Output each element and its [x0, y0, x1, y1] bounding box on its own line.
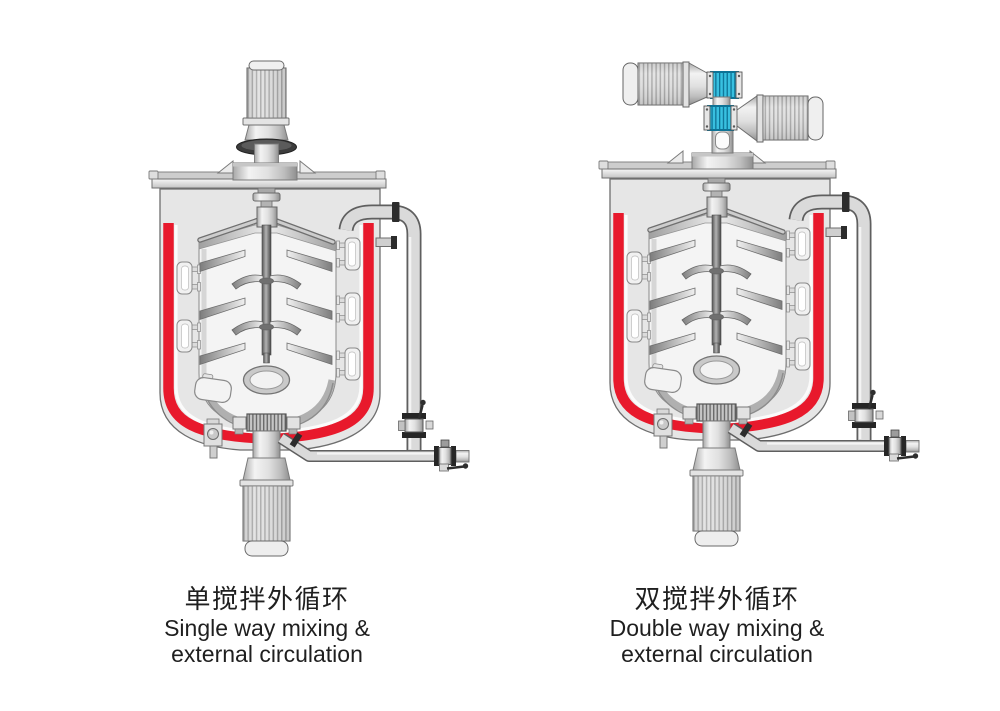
caption-single-zh: 单搅拌外循环 [184, 584, 350, 614]
caption-single-en-2: external circulation [171, 641, 363, 667]
single-mixing-machine [149, 60, 469, 556]
caption-double-en-2: external circulation [621, 641, 813, 667]
caption-double: 双搅拌外循环 Double way mixing & external circ… [556, 584, 878, 667]
caption-single-en-1: Single way mixing & [164, 615, 370, 641]
double-mixing-machine [599, 61, 919, 546]
single-top-motor-assembly [232, 60, 298, 181]
caption-double-zh: 双搅拌外循环 [634, 584, 800, 614]
diagram-canvas [0, 60, 1000, 580]
caption-single: 单搅拌外循环 Single way mixing & external circ… [106, 584, 428, 667]
caption-double-en-1: Double way mixing & [609, 615, 825, 641]
double-top-motor-assembly [622, 61, 824, 170]
